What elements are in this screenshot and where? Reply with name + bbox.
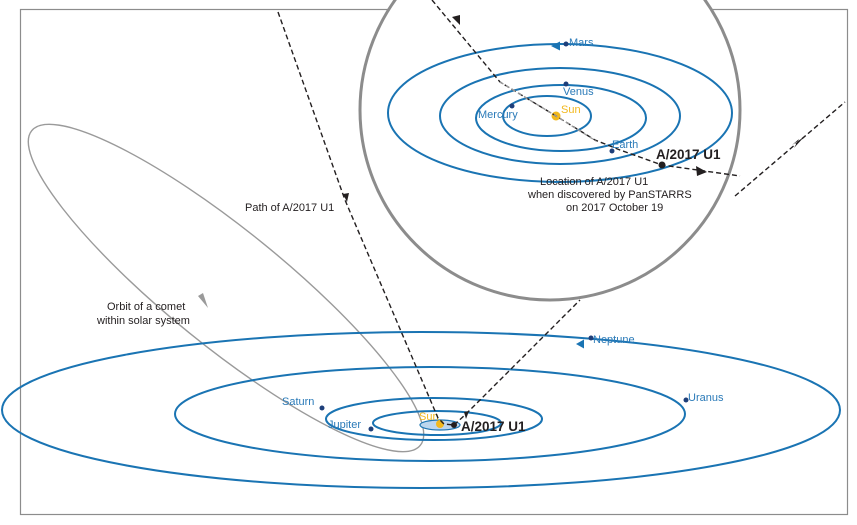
object-inset-marker <box>658 161 666 169</box>
mercury-orbit <box>502 95 592 137</box>
venus-orbit <box>475 84 647 152</box>
mars-label: Mars <box>569 37 594 49</box>
saturn-orbit <box>325 397 543 441</box>
mars-direction-arrow <box>551 41 560 51</box>
inset-path-projection <box>499 81 597 142</box>
discovery-label-line1: Location of A/2017 U1 <box>540 176 648 188</box>
inset-content: Mars Venus Mercury Sun Earth A/2017 U1 L… <box>387 0 741 214</box>
comet-orbit <box>27 123 425 453</box>
mercury-planet <box>509 103 515 109</box>
earth-orbit <box>439 67 681 165</box>
neptune-label: Neptune <box>593 334 635 346</box>
path-label: Path of A/2017 U1 <box>245 202 334 214</box>
venus-label: Venus <box>563 86 594 98</box>
discovery-label-line2: when discovered by PanSTARRS <box>527 189 692 201</box>
neptune-direction-arrow <box>576 339 584 349</box>
comet-orbit-arrow <box>198 293 208 308</box>
object-path-arrow-lower <box>464 411 469 419</box>
inset-path-arrow-out <box>696 166 707 176</box>
mars-planet <box>563 41 569 47</box>
uranus-orbit <box>174 366 686 462</box>
neptune-orbit <box>1 331 841 489</box>
discovery-label-line3: on 2017 October 19 <box>566 202 663 214</box>
object-path-incoming <box>277 11 455 426</box>
object-path-exit <box>734 101 846 197</box>
sun-inset-label: Sun <box>561 104 581 116</box>
saturn-label: Saturn <box>282 396 314 408</box>
inset-path-arrow-in <box>452 15 460 25</box>
comet-label-line2: within solar system <box>96 315 190 327</box>
earth-label: Earth <box>612 139 638 151</box>
saturn-planet <box>319 405 325 411</box>
jupiter-planet <box>368 426 374 432</box>
object-path-arrow-upper <box>343 193 349 202</box>
neptune-planet <box>588 335 594 341</box>
venus-planet <box>563 81 569 87</box>
object-main-label: A/2017 U1 <box>461 419 526 434</box>
jupiter-orbit <box>372 410 502 436</box>
uranus-planet <box>683 397 689 403</box>
uranus-label: Uranus <box>688 392 724 404</box>
jupiter-label: Jupiter <box>328 419 361 431</box>
object-inset-label: A/2017 U1 <box>656 147 721 162</box>
object-path-exit-arrow <box>792 137 804 148</box>
earth-planet <box>609 148 615 154</box>
comet-label-line1: Orbit of a comet <box>107 301 185 313</box>
sun-main-label: Sun <box>419 411 439 423</box>
mercury-label: Mercury <box>478 109 518 121</box>
